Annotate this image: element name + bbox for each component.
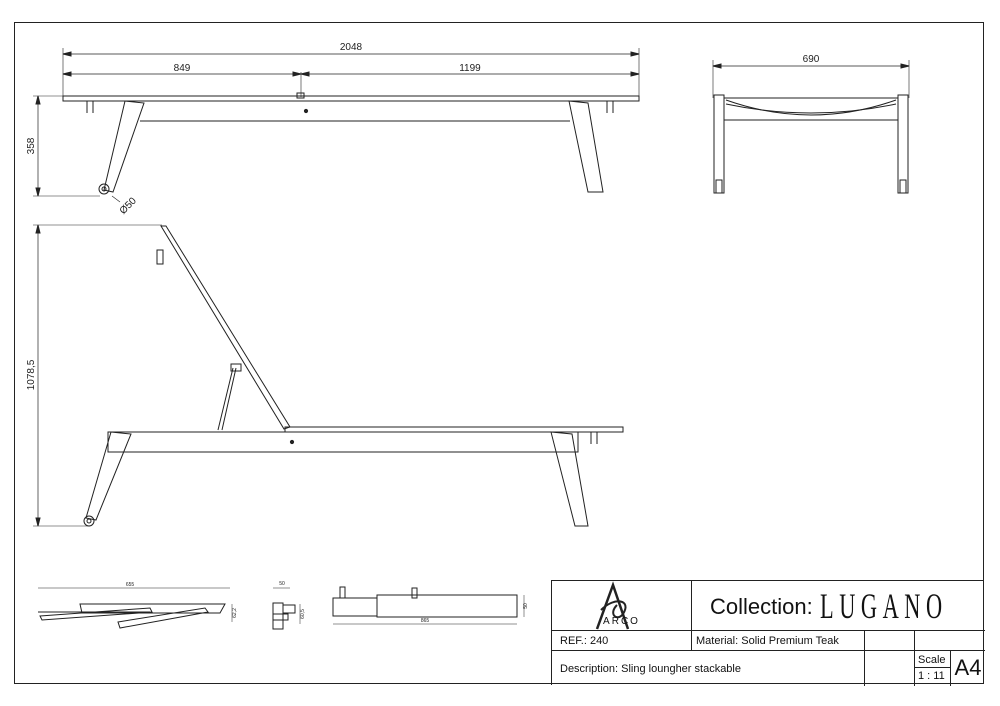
empty-cell <box>865 651 915 686</box>
dim-small-view-3-side: 50 <box>523 603 529 609</box>
scale-value: 1 : 11 <box>918 670 945 682</box>
description: Description: Sling loungher stackable <box>552 651 865 686</box>
empty-cell <box>865 631 915 651</box>
scale-label: Scale <box>918 654 946 666</box>
dim-rear-length: 1199 <box>459 63 481 74</box>
arco-logo: ARCO <box>603 616 640 627</box>
collection-name: LUGANO <box>820 586 948 626</box>
dim-total-length: 2048 <box>340 42 363 53</box>
dim-small-view-3-length: 865 <box>421 618 430 624</box>
sheet-border <box>14 22 984 684</box>
material: Material: Solid Premium Teak <box>692 631 865 651</box>
dim-small-view-1: 655 <box>126 582 135 588</box>
empty-cell <box>915 631 985 651</box>
dim-small-view-1-side: 62,2 <box>232 608 238 618</box>
collection-label: Collection: <box>710 594 813 619</box>
sheet-size: A4 <box>954 655 982 680</box>
dim-inclined-height: 1078,5 <box>26 359 37 390</box>
reference-number: REF.: 240 <box>552 631 692 651</box>
logo-cell: ARCO <box>552 581 692 631</box>
dim-wheel-diameter: Ø50 <box>118 195 139 216</box>
dim-small-view-2-side: 60,5 <box>300 609 306 619</box>
dim-height: 358 <box>26 137 37 154</box>
dim-width: 690 <box>803 54 820 65</box>
dim-small-view-2-top: 50 <box>279 581 285 587</box>
collection-cell: Collection: LUGANO <box>692 581 985 631</box>
scale-cell: Scale 1 : 11 <box>915 651 951 686</box>
dim-front-length: 849 <box>174 63 191 74</box>
title-block: ARCO Collection: LUGANO REF.: 240 Materi… <box>551 580 985 686</box>
